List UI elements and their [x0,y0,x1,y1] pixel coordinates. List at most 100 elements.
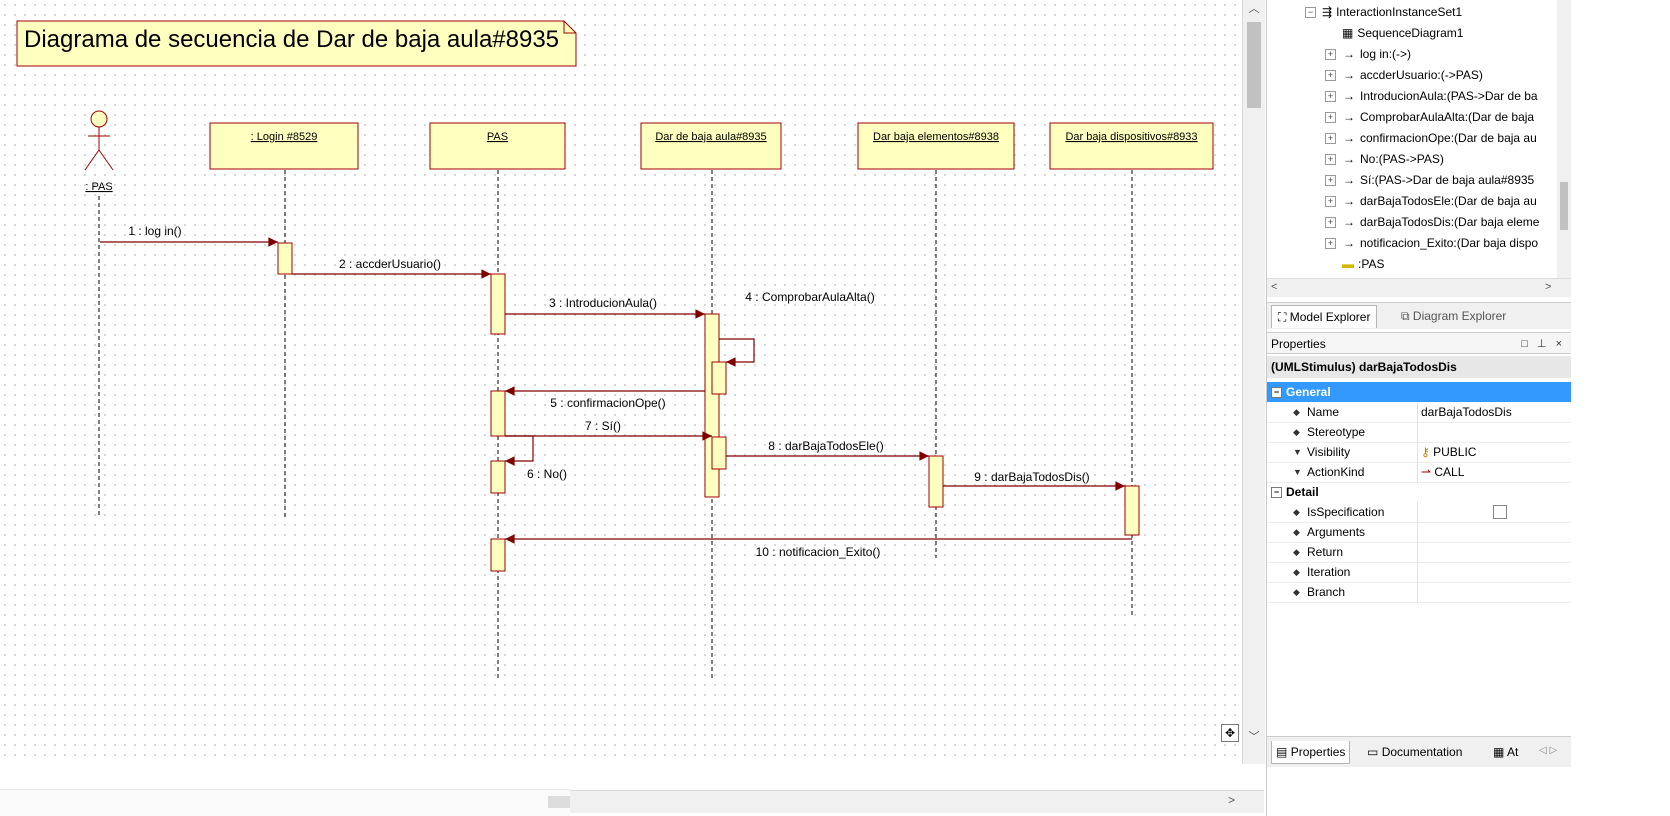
actor-left-leg[interactable] [84,149,100,171]
lifeline-box-disp[interactable] [1049,122,1214,170]
navigator-icon[interactable]: ✥ [1221,724,1239,742]
property-value[interactable]: ⇀ CALL [1421,462,1464,482]
property-row[interactable]: ◆IsSpecification [1267,502,1571,523]
activation-bar[interactable] [1124,485,1140,536]
property-value-text: CALL [1434,465,1465,479]
tree-item[interactable]: +→Sí:(PAS->Dar de baja aula#8935 [1325,170,1534,190]
sequence-diagram[interactable]: Diagrama de secuencia de Dar de baja aul… [0,0,1242,764]
tree-item[interactable]: ▬:PAS [1325,254,1384,274]
scroll-right-icon[interactable]: > [1228,793,1236,807]
self-message-arrow[interactable] [504,435,534,466]
activation-bar[interactable] [711,436,727,470]
expand-icon[interactable]: + [1325,196,1336,208]
tree-item[interactable]: +→notificacion_Exito:(Dar baja dispo [1325,233,1538,253]
property-name: Return [1307,545,1344,559]
activation-bar[interactable] [490,273,506,335]
panel-controls-icon[interactable]: □ ⊥ × [1521,338,1565,350]
tree-item[interactable]: +→confirmacionOpe:(Dar de baja au [1325,128,1537,148]
lifeline-name-elem: Dar baja elementos#8938 [873,131,999,143]
property-row[interactable]: ▼ActionKind⇀ CALL [1267,462,1571,483]
tree-item[interactable]: ▦SequenceDiagram1 [1325,23,1463,43]
tree-item[interactable]: +→log in:(->) [1325,44,1411,64]
tree-item[interactable]: +→ComprobarAulaAlta:(Dar de baja [1325,107,1534,127]
scroll-down-icon[interactable]: ﹀ [1248,731,1260,743]
tree-vertical-scrollbar[interactable] [1557,0,1571,278]
column-divider [1417,502,1418,522]
category-detail[interactable]: −Detail [1267,482,1571,502]
expand-icon[interactable]: + [1325,238,1336,250]
actor-head[interactable] [90,110,108,128]
expand-icon[interactable]: + [1325,133,1336,145]
tree-item[interactable]: +→No:(PAS->PAS) [1325,149,1444,169]
activation-bar[interactable] [711,361,727,395]
column-divider [1417,402,1418,422]
collapse-icon[interactable]: − [1305,7,1316,19]
lifeline-box-aula[interactable] [640,122,782,170]
expand-icon[interactable]: + [1325,49,1336,61]
arrow-icon: → [1343,194,1355,208]
lifeline-box-login[interactable] [209,122,359,170]
property-name: Iteration [1307,565,1351,579]
tree-item[interactable]: +→IntroducionAula:(PAS->Dar de ba [1325,86,1538,106]
category-general[interactable]: −General [1267,382,1571,402]
tab-documentation[interactable]: ▭ Documentation [1367,745,1463,759]
self-message-arrow[interactable] [719,338,755,367]
canvas-horizontal-scrollbar[interactable]: > [0,789,1264,816]
collapse-icon[interactable]: − [1271,487,1282,499]
expand-icon[interactable]: + [1325,217,1336,229]
scroll-thumb[interactable] [1247,22,1261,108]
title-note-fold[interactable] [563,21,576,34]
property-row[interactable]: ◆Arguments [1267,522,1571,543]
bottom-tabs: ▤ Properties ▭ Documentation ▦ At ◁ ▷ [1267,736,1571,767]
property-row[interactable]: ◆Stereotype [1267,422,1571,443]
activation-bar[interactable] [490,460,506,494]
tree-item[interactable]: +→darBajaTodosEle:(Dar de baja au [1325,191,1537,211]
tab-diagram-explorer[interactable]: ⧉ Diagram Explorer [1401,309,1507,323]
property-value[interactable]: darBajaTodosDis [1421,402,1512,422]
property-row[interactable]: ◆Return [1267,542,1571,563]
tab-model-explorer[interactable]: ⛶ Model Explorer [1271,305,1378,328]
tree-item[interactable]: +→darBajaTodosDis:(Dar baja eleme [1325,212,1539,232]
expand-icon[interactable]: + [1325,112,1336,124]
property-row[interactable]: ◆Iteration [1267,562,1571,583]
property-row[interactable]: ▼Visibility⚷ PUBLIC [1267,442,1571,463]
tab-attachments[interactable]: ▦ At [1493,745,1519,759]
expand-icon[interactable]: + [1325,70,1336,82]
is-specification-checkbox[interactable] [1493,505,1507,519]
tree-horizontal-scrollbar[interactable]: < > [1267,278,1571,297]
activation-bar[interactable] [277,242,293,275]
model-tree[interactable]: −⇶InteractionInstanceSet1▦SequenceDiagra… [1267,0,1557,278]
expand-icon[interactable]: + [1325,154,1336,166]
scroll-right-icon[interactable]: > [1545,281,1552,293]
column-divider [1417,562,1418,582]
status-area [0,789,570,816]
title-note[interactable] [16,20,577,67]
tree-item[interactable]: −⇶InteractionInstanceSet1 [1305,2,1462,22]
tab-properties[interactable]: ▤ Properties [1271,741,1351,764]
arrow-icon: → [1343,173,1355,187]
lifeline-box-pas[interactable] [429,122,566,170]
expand-icon[interactable]: + [1325,91,1336,103]
tree-item[interactable]: +→accderUsuario:(->PAS) [1325,65,1483,85]
activation-bar[interactable] [928,455,944,508]
scroll-up-icon[interactable]: ︿ [1248,3,1260,15]
tab-nav-icon[interactable]: ◁ ▷ [1539,745,1558,756]
scroll-left-icon[interactable]: < [1271,281,1278,293]
collapse-icon[interactable]: − [1271,387,1282,399]
diagram-canvas[interactable]: Diagrama de secuencia de Dar de baja aul… [0,0,1242,764]
canvas-vertical-scrollbar[interactable]: ︿ ﹀ [1242,0,1265,764]
activation-bar[interactable] [490,390,506,437]
property-name: Branch [1307,585,1346,599]
tree-scroll-thumb[interactable] [1560,182,1568,230]
hscroll-thumb[interactable] [548,796,570,808]
property-row[interactable]: ◆Branch [1267,582,1571,603]
expand-icon[interactable]: + [1325,175,1336,187]
property-value[interactable]: ⚷ PUBLIC [1421,442,1476,462]
lifeline-name-pas: PAS [487,131,508,143]
actor-right-leg[interactable] [98,149,114,171]
lifeline-box-elem[interactable] [857,122,1015,170]
message-label-5: 5 : confirmacionOpe() [550,396,665,410]
activation-bar[interactable] [704,313,720,498]
activation-bar[interactable] [490,538,506,572]
